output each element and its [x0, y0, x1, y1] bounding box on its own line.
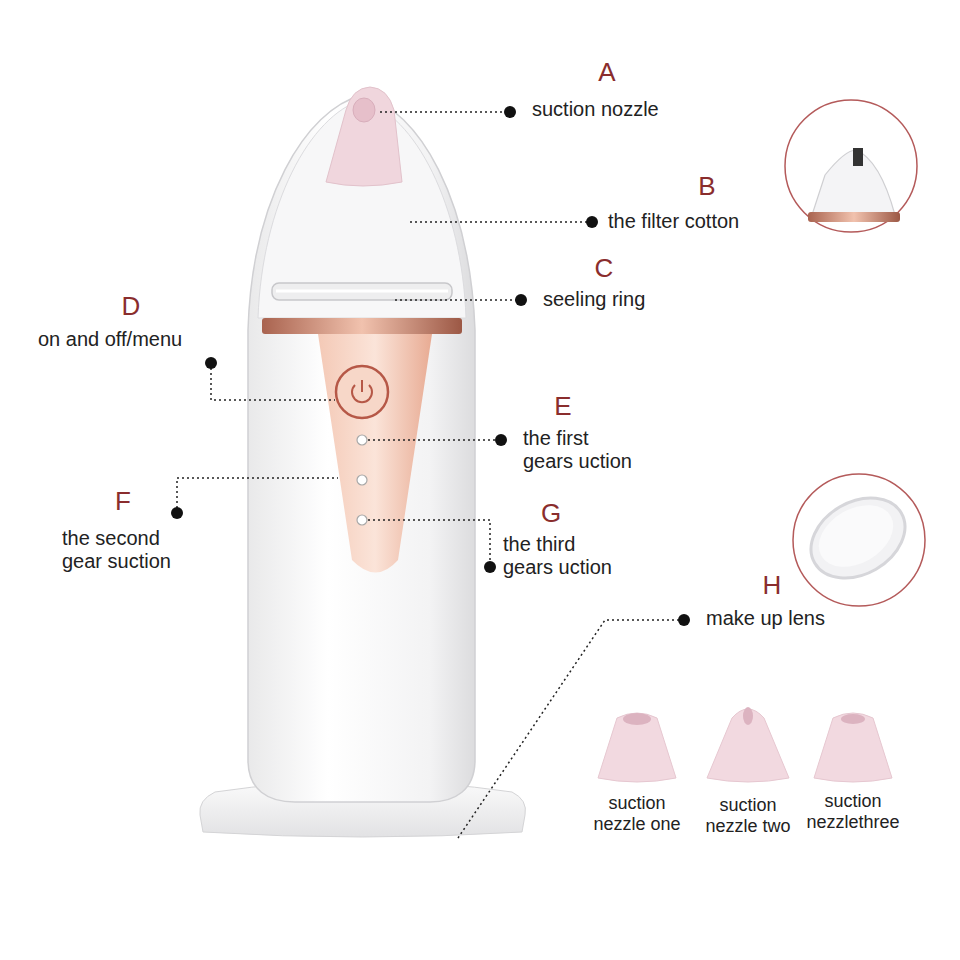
leader-line	[395, 299, 516, 301]
lens	[797, 482, 920, 594]
inset-circle	[785, 100, 917, 232]
part-label: suction nozzle	[532, 98, 659, 121]
power-button	[336, 366, 388, 418]
part-label: the second gear suction	[62, 527, 192, 573]
leader-dot	[504, 106, 516, 118]
leader-dot	[484, 561, 496, 573]
callout-letter: A	[592, 58, 622, 88]
part-label: the first gears uction	[523, 427, 639, 473]
inset-circle	[793, 474, 925, 606]
nozzle-head	[598, 713, 676, 782]
callout-letter: C	[589, 254, 619, 284]
leader-line	[368, 520, 490, 562]
gear-light	[357, 515, 367, 525]
device-body	[248, 95, 475, 802]
gear-light	[357, 475, 367, 485]
sealing-ring	[272, 283, 452, 300]
part-label: suction nezzlethree	[798, 791, 908, 832]
leader-dot	[515, 294, 527, 306]
part-label: seeling ring	[543, 288, 645, 311]
leader-dot	[586, 216, 598, 228]
callout-letter: D	[116, 292, 146, 322]
part-label: suction nezzle one	[582, 793, 692, 834]
callout-letter: B	[692, 172, 722, 202]
callout-letter: E	[548, 392, 578, 422]
gear-light	[357, 435, 367, 445]
part-label: the filter cotton	[608, 210, 739, 233]
leader-dot	[171, 507, 183, 519]
callout-letter: F	[108, 487, 138, 517]
part-label: make up lens	[706, 607, 825, 630]
leader-line	[410, 221, 587, 223]
control-panel	[318, 334, 432, 573]
leader-dot	[678, 614, 690, 626]
leader-line	[368, 439, 496, 441]
nozzle-head	[814, 713, 892, 782]
leader-dot	[495, 434, 507, 446]
leader-line	[177, 478, 338, 508]
part-label: the third gears uction	[503, 533, 619, 579]
top-nozzle	[326, 87, 402, 186]
part-label: suction nezzle two	[693, 795, 803, 836]
leader-line	[211, 368, 335, 400]
callout-letter: H	[757, 571, 787, 601]
leader-dot	[205, 357, 217, 369]
part-label: on and off/menu	[38, 328, 182, 351]
rose-band	[262, 318, 462, 334]
leader-line	[380, 111, 505, 113]
callout-letter: G	[536, 499, 566, 529]
